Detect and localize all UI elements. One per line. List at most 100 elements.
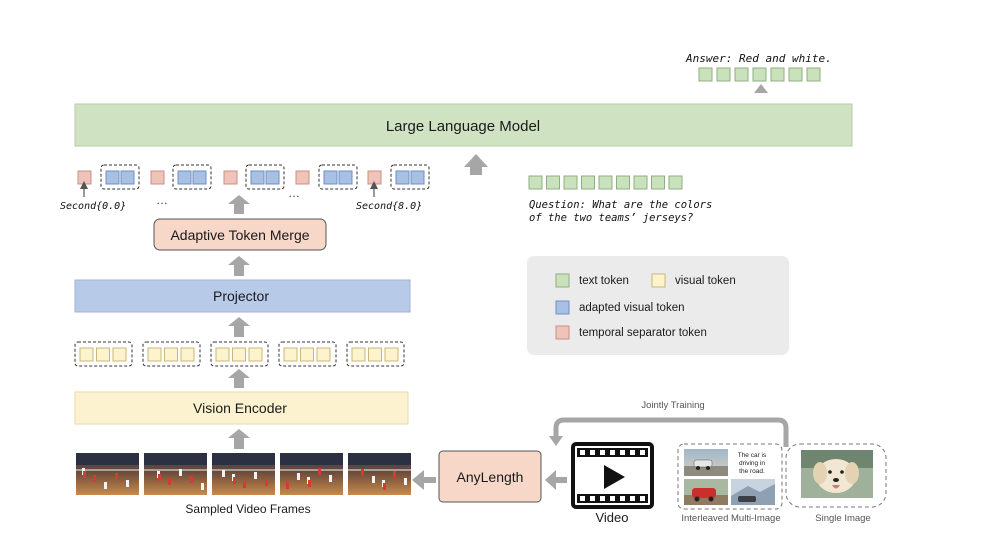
answer-token (770, 67, 785, 82)
question-up-arrow (464, 154, 488, 175)
time-label-end: Second{8.0} (356, 201, 422, 212)
caption-line-2: driving in (739, 460, 765, 467)
separator-token (150, 170, 165, 185)
question-token (528, 175, 543, 190)
video-frame (348, 453, 411, 495)
legend-swatch-text (555, 273, 570, 288)
video-frame (76, 453, 139, 495)
visual-token (96, 347, 110, 362)
answer-token (716, 67, 731, 82)
llm-label: Large Language Model (386, 118, 540, 135)
question-line-2: of the two teams’ jerseys? (529, 212, 693, 224)
question-token (563, 175, 578, 190)
video-frame (144, 453, 207, 495)
up-arrow (228, 317, 250, 337)
visual-token (112, 347, 127, 362)
projector-label: Projector (213, 288, 269, 304)
answer-text: Answer: Red and white. (685, 52, 832, 65)
time-label-start: Second{0.0} (60, 201, 126, 212)
answer-token (698, 67, 713, 82)
visual-token-sequence (77, 164, 430, 190)
jointly-training-label: Jointly Training (641, 400, 704, 411)
adapted-token (265, 170, 280, 185)
jointly-training-arrowhead (549, 436, 563, 446)
llm-block: Large Language Model (74, 103, 853, 147)
adapted-token (338, 170, 353, 185)
question-token (633, 175, 648, 190)
adapted-token (250, 170, 265, 185)
separator-token (367, 170, 382, 185)
anylength-to-frames-arrow (412, 470, 436, 490)
jointly-training-loop (553, 417, 789, 447)
video-icon (571, 442, 654, 509)
adaptive-token-merge-block: Adaptive Token Merge (153, 218, 327, 251)
up-arrow (228, 195, 250, 214)
adapted-token-group (245, 164, 285, 190)
adapted-token (120, 170, 135, 185)
visual-token-group (74, 341, 133, 367)
sampled-video-frames (76, 453, 411, 495)
video-frame (212, 453, 275, 495)
vision-encoder-block: Vision Encoder (74, 391, 409, 425)
visual-token-group (210, 341, 269, 367)
visual-token (384, 347, 399, 362)
question-token (651, 175, 665, 190)
dog-photo (801, 450, 873, 498)
interleaved-multi-image: The car is driving in the road. (677, 443, 783, 510)
visual-token-group (346, 341, 405, 367)
car-photo-2 (684, 479, 728, 505)
visual-token (368, 347, 382, 362)
encoder-box (74, 391, 409, 425)
visual-token-group (142, 341, 201, 367)
ellipsis-1: … (156, 193, 168, 207)
question-token (668, 175, 683, 190)
anylength-block: AnyLength (438, 450, 542, 503)
pipeline-arrows (228, 195, 250, 449)
merge-box (153, 218, 327, 251)
merge-label: Adaptive Token Merge (170, 227, 309, 243)
visual-token-group (278, 341, 337, 367)
visual-token (248, 347, 263, 362)
adapted-token (410, 170, 425, 185)
answer-token (752, 67, 767, 82)
adapted-token (323, 170, 338, 185)
legend-swatch-adapted (555, 300, 570, 315)
ellipsis-2: … (288, 186, 300, 200)
encoder-label: Vision Encoder (193, 400, 287, 416)
answer-token-row (698, 67, 821, 82)
visual-token (283, 347, 298, 362)
up-arrow (228, 256, 250, 276)
up-arrow (228, 369, 250, 388)
video-to-anylength-arrow (545, 470, 567, 490)
visual-token-groups (74, 341, 405, 367)
visual-token (164, 347, 178, 362)
visual-token (180, 347, 195, 362)
separator-token (77, 170, 92, 185)
visual-token (79, 347, 94, 362)
answer-up-arrow (754, 84, 768, 102)
projector-block: Projector (74, 279, 411, 313)
car-photo-3 (731, 479, 775, 505)
llm-box (74, 103, 853, 147)
anylength-label: AnyLength (457, 469, 524, 485)
multi-image-label: Interleaved Multi-Image (681, 513, 780, 524)
legend-panel (527, 256, 789, 355)
visual-token (316, 347, 331, 362)
adapted-token-group (100, 164, 140, 190)
visual-token (147, 347, 162, 362)
caption-line-1: The car is (738, 452, 767, 459)
adapted-token-group (390, 164, 430, 190)
frames-label: Sampled Video Frames (185, 502, 310, 516)
visual-token (351, 347, 366, 362)
separator-token (223, 170, 238, 185)
caption-line-3: the road. (739, 468, 765, 475)
question-line-1: Question: What are the colors (529, 199, 712, 211)
anylength-box (438, 450, 542, 503)
up-arrow (228, 429, 250, 449)
video-label: Video (595, 510, 628, 525)
legend-label-separator: temporal separator token (579, 327, 707, 339)
legend-swatch-visual (651, 273, 666, 288)
answer-token (734, 67, 749, 82)
